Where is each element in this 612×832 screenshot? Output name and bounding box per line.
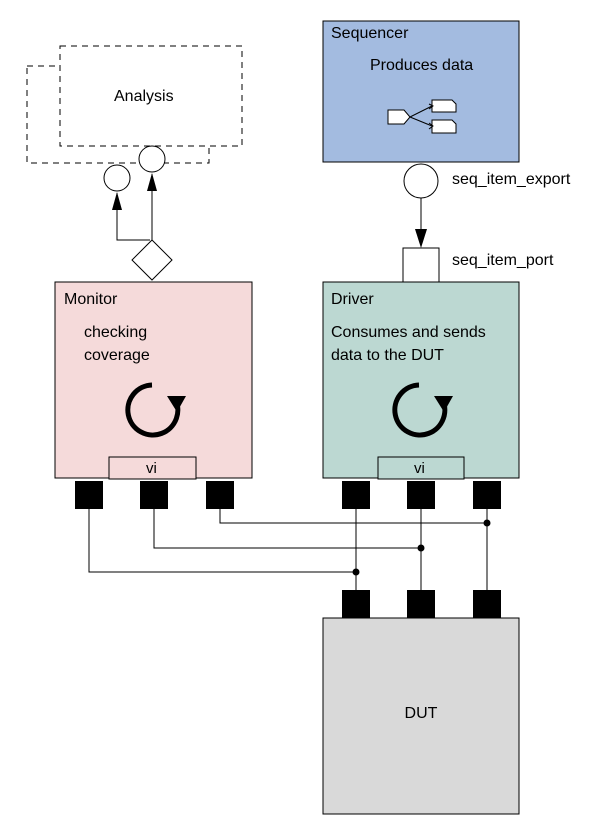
monitor-pins xyxy=(75,481,234,509)
driver-title: Driver xyxy=(331,291,374,308)
driver-pin-1 xyxy=(342,481,370,509)
seq-item-export-label: seq_item_export xyxy=(452,171,571,188)
monitor-analysis-port-diamond xyxy=(131,239,173,281)
monitor-component: Monitor checking coverage vi xyxy=(54,281,253,480)
sequencer-title: Sequencer xyxy=(331,25,409,42)
wire-junctions xyxy=(352,519,491,576)
analysis-port-left xyxy=(103,164,131,192)
sequencer-component: Sequencer Produces data xyxy=(322,20,520,163)
analysis-arrow-left-head xyxy=(112,192,122,210)
monitor-box xyxy=(54,281,253,479)
seq-item-port-label: seq_item_port xyxy=(452,252,554,269)
monitor-pin-3 xyxy=(206,481,234,509)
seq-item-export-port xyxy=(403,163,439,199)
dut-box xyxy=(322,617,520,815)
driver-vi-label: vi xyxy=(414,460,425,477)
dut-pin-2 xyxy=(407,590,435,618)
analysis-label: Analysis xyxy=(114,88,174,105)
seq-item-port xyxy=(402,247,440,283)
sequence-items-icon xyxy=(387,99,457,134)
wire-monitor-pin-2 xyxy=(153,509,421,549)
dut-pin-3 xyxy=(473,590,501,618)
monitor-desc-line2: coverage xyxy=(84,347,150,364)
driver-pin-3 xyxy=(473,481,501,509)
sequencer-box xyxy=(322,20,520,163)
analysis-component: Analysis xyxy=(26,45,243,164)
dut-label: DUT xyxy=(405,705,438,722)
wire-monitor-pin-3 xyxy=(219,509,487,524)
monitor-pin-2 xyxy=(140,481,168,509)
dut-component: DUT xyxy=(322,617,520,815)
monitor-loop-icon xyxy=(125,382,186,438)
driver-pin-2 xyxy=(407,481,435,509)
driver-loop-icon xyxy=(392,382,453,438)
monitor-title: Monitor xyxy=(64,291,118,308)
driver-desc-line1: Consumes and sends xyxy=(331,324,486,341)
junction-2 xyxy=(417,544,425,552)
wire-monitor-pin-1 xyxy=(88,509,356,573)
driver-vi-box xyxy=(377,456,465,480)
driver-component: Driver Consumes and sends data to the DU… xyxy=(322,281,520,480)
signal-wires xyxy=(88,509,488,590)
analysis-arrow-left xyxy=(116,193,150,241)
driver-desc-line2: data to the DUT xyxy=(331,347,444,364)
sequencer-subtitle: Produces data xyxy=(370,57,473,74)
monitor-desc-line1: checking xyxy=(84,324,147,341)
dut-pin-1 xyxy=(342,590,370,618)
analysis-port-right xyxy=(138,145,166,173)
seq-to-driver-arrow-head xyxy=(415,229,427,248)
junction-3 xyxy=(483,519,491,527)
junction-1 xyxy=(352,568,360,576)
monitor-vi-label: vi xyxy=(146,460,157,477)
driver-box xyxy=(322,281,520,479)
analysis-front-box xyxy=(59,45,243,147)
monitor-vi-box xyxy=(108,456,197,480)
analysis-arrow-right-head xyxy=(147,173,157,191)
dut-pins xyxy=(342,590,501,618)
monitor-pin-1 xyxy=(75,481,103,509)
monitor-analysis-connection xyxy=(112,173,173,281)
driver-pins xyxy=(342,481,501,509)
